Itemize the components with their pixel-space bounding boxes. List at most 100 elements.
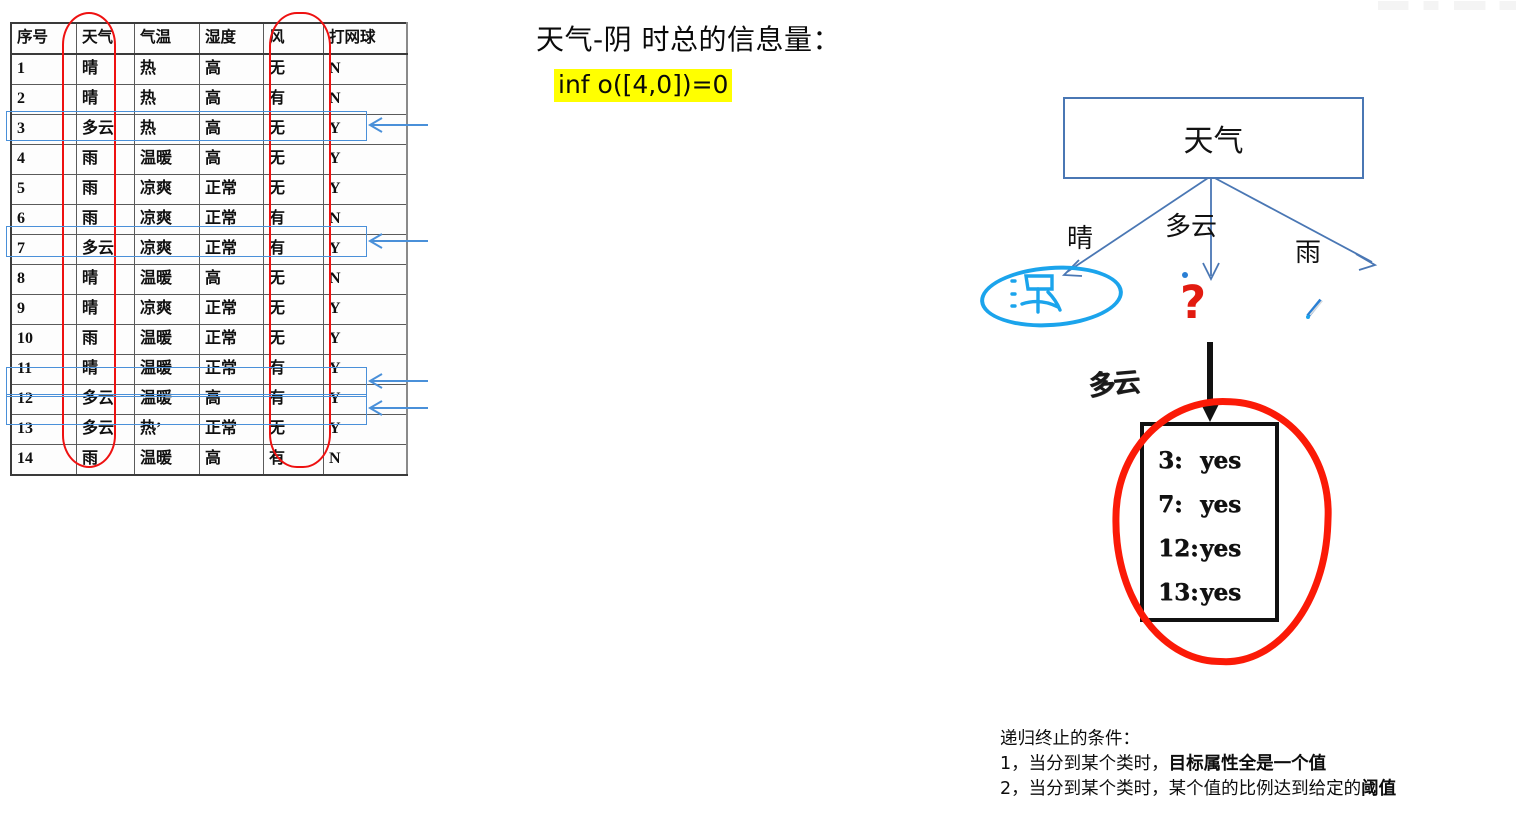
cell-id: 4 [10, 144, 77, 175]
column-header-id: 序号 [10, 22, 77, 55]
handwritten-overcast-label: 多云 [1087, 366, 1140, 403]
cell-weather: 晴 [76, 84, 135, 115]
cell-play: Y [323, 324, 408, 355]
cell-weather: 晴 [76, 354, 135, 385]
leaf-row-12: 12:yes [1158, 527, 1275, 571]
cell-temp: 凉爽 [134, 204, 200, 235]
notes-line-1: 1，当分到某个类时，目标属性全是一个值 [1000, 752, 1500, 777]
cell-play: N [323, 264, 408, 295]
leaf-row-7: 7:yes [1158, 483, 1275, 527]
cell-temp: 温暖 [134, 384, 200, 415]
cell-temp: 温暖 [134, 324, 200, 355]
cell-weather: 晴 [76, 53, 135, 85]
column-header-humidity: 湿度 [199, 22, 264, 55]
cell-humidity: 正常 [199, 414, 264, 445]
cell-humidity: 高 [199, 384, 264, 415]
column-header-play: 打网球 [323, 22, 408, 55]
cell-play: Y [323, 174, 408, 205]
tree-edges [1061, 175, 1378, 282]
question-mark-annotation: ? [1180, 276, 1207, 329]
cell-wind: 有 [263, 354, 324, 385]
cell-play: Y [323, 144, 408, 175]
decision-tree-diagram: 天气 晴 多云 雨 ? 多云 [960, 80, 1430, 680]
notes-line-2: 2，当分到某个类时，某个值的比例达到给定的阈值 [1000, 777, 1500, 802]
cell-wind: 无 [263, 324, 324, 355]
cell-temp: 凉爽 [134, 294, 200, 325]
cell-wind: 有 [263, 204, 324, 235]
leaf-key-13: 13: [1158, 579, 1199, 606]
cell-id: 13 [10, 414, 77, 445]
cell-play: Y [323, 114, 408, 145]
cell-play: N [323, 204, 408, 235]
cell-temp: 热 [134, 53, 200, 85]
cell-wind: 无 [263, 294, 324, 325]
edge-label-rain: 雨 [1295, 238, 1322, 268]
info-title: 天气-阴 时总的信息量： [536, 23, 842, 56]
blue-scribble-ink [1010, 274, 1062, 314]
cell-play: Y [323, 354, 408, 385]
cell-temp: 温暖 [134, 444, 200, 476]
cell-weather: 多云 [76, 384, 135, 415]
tree-root-node: 天气 [1063, 97, 1364, 179]
cell-humidity: 高 [199, 444, 264, 476]
cell-wind: 有 [263, 234, 324, 265]
cell-humidity: 正常 [199, 294, 264, 325]
pen-cursor-icon [1306, 298, 1323, 319]
cell-weather: 多云 [76, 414, 135, 445]
leaf-node-box: 3:yes 7:yes 12:yes 13:yes [1140, 422, 1279, 622]
leaf-value-3: yes [1200, 447, 1241, 474]
cell-humidity: 正常 [199, 324, 264, 355]
cell-temp: 温暖 [134, 354, 200, 385]
cell-id: 5 [10, 174, 77, 205]
black-arrow-to-leaf [1200, 342, 1220, 422]
column-header-temp: 气温 [134, 22, 200, 55]
cell-wind: 无 [263, 53, 324, 85]
cell-id: 3 [10, 114, 77, 145]
cell-weather: 雨 [76, 174, 135, 205]
edge-label-overcast: 多云 [1165, 212, 1218, 242]
column-header-wind: 风 [263, 22, 324, 55]
leaf-key-12: 12: [1158, 535, 1199, 562]
cell-weather: 雨 [76, 204, 135, 235]
tree-root-label: 天气 [1183, 124, 1244, 159]
cell-temp: 温暖 [134, 264, 200, 295]
cell-temp: 热’ [134, 414, 200, 445]
cell-temp: 温暖 [134, 144, 200, 175]
cell-weather: 雨 [76, 324, 135, 355]
cell-temp: 凉爽 [134, 174, 200, 205]
cell-wind: 有 [263, 444, 324, 476]
cell-weather: 雨 [76, 444, 135, 476]
cell-play: N [323, 84, 408, 115]
cell-weather: 雨 [76, 144, 135, 175]
notes-line-2-prefix: 2，当分到某个类时，某个值的比例达到给定的 [1000, 779, 1362, 799]
edge-label-sunny: 晴 [1067, 224, 1094, 254]
cell-wind: 无 [263, 144, 324, 175]
leaf-value-12: yes [1200, 535, 1241, 562]
cell-weather: 晴 [76, 264, 135, 295]
cell-wind: 无 [263, 174, 324, 205]
cell-humidity: 高 [199, 114, 264, 145]
leaf-key-7: 7: [1158, 491, 1183, 518]
cell-temp: 热 [134, 84, 200, 115]
blue-ink-dot [1182, 272, 1188, 278]
leaf-key-3: 3: [1158, 447, 1183, 474]
cell-humidity: 高 [199, 53, 264, 85]
notes-line-1-bold: 目标属性全是一个值 [1168, 754, 1327, 774]
cell-id: 12 [10, 384, 77, 415]
info-formula-highlighted: inf o([4,0])=0 [554, 69, 733, 102]
faint-top-artifact [1378, 1, 1516, 10]
information-gain-note: 天气-阴 时总的信息量： inf o([4,0])=0 [536, 18, 956, 102]
cell-id: 8 [10, 264, 77, 295]
cell-id: 1 [10, 53, 77, 85]
